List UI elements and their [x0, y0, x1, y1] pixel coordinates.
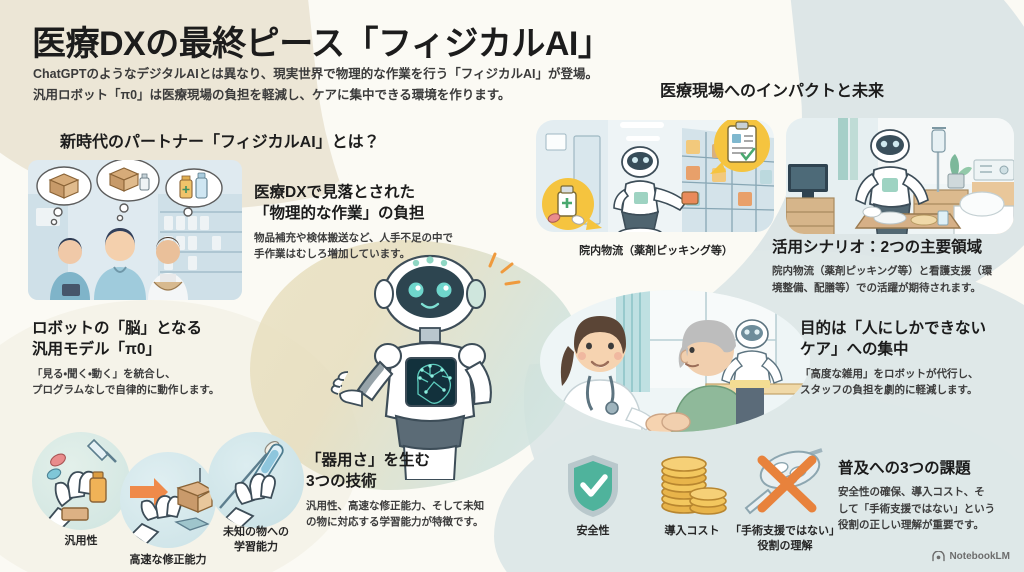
tech-icon-3-label-line-1: 未知の物への [223, 526, 289, 538]
scenario-title: 活用シナリオ：2つの主要領域 [772, 239, 983, 256]
staff-nurse-center [94, 228, 146, 300]
page-title: 医療DXの最終ピース「フィジカルAI」 [32, 25, 612, 63]
tech-icon-2-label: 高速な修正能力 [129, 554, 207, 566]
dexterity-title-line-1: 「器用さ」を生む [306, 452, 431, 469]
central-robot-illustration [330, 250, 530, 480]
issue-icon-2-label: 導入コスト [664, 525, 720, 537]
burden-body: 物品補充や検体搬送など、人手不足の中で 手作業はむしろ増加しています。 [254, 230, 494, 263]
surgical-light-crossed-icon [738, 444, 834, 520]
notebooklm-icon [932, 551, 946, 562]
subtitle-line-2: 汎用ロボット「π0」は医療現場の負担を軽減し、ケアに集中できる環境を作ります。 [33, 87, 511, 102]
purpose-body: 「高度な雑用」をロボットが代行し、 スタッフの負担を劇的に軽減します。 [800, 366, 1022, 399]
issue-icon-3-label-line-2: 役割の理解 [757, 539, 813, 552]
burden-title: 医療DXで見落とされた 「物理的な作業」の負担 [254, 182, 494, 225]
notebooklm-watermark: NotebookLM [932, 551, 1010, 562]
logistics-caption: 院内物流（薬剤ピッキング等） [556, 244, 756, 259]
issues-body-line-2: して「手術支援ではない」という [838, 502, 996, 515]
hospital-staff-illustration [28, 160, 242, 300]
dexterity-title-line-2: 3つの技術 [306, 473, 377, 491]
hospital-room-robot-illustration [786, 112, 1014, 240]
shield-check-icon [562, 452, 624, 518]
dexterity-text-block: 「器用さ」を生む 3つの技術 汎用性、高速な修正能力、そして未知 の物に対応する… [306, 450, 521, 530]
tech-icon-3-label-line-2: 学習能力 [234, 540, 278, 553]
issue-icon-1-label: 安全性 [576, 525, 610, 537]
tech-icon-1-caption: 汎用性 [32, 534, 130, 549]
dexterity-body-line-2: の物に対応する学習能力が特徴です。 [306, 516, 484, 529]
issues-text-block: 普及への3つの課題 安全性の確保、導入コスト、そ して「手術支援ではない」という… [838, 458, 1024, 533]
subtitle-line-1: ChatGPTのようなデジタルAIとは異なり、現実世界で物理的な作業を行う「フィ… [33, 67, 598, 81]
tech-icon-1-label: 汎用性 [64, 535, 98, 547]
scenario-body-line-2: 境整備、配膳等）での活躍が期待されます。 [772, 281, 981, 294]
issue-icon-3-label-line-1: 「手術支援ではない」 [730, 525, 840, 537]
burden-body-line-2: 手作業はむしろ増加しています。 [254, 248, 411, 261]
brain-title-line-2: 汎用モデル「π0」 [32, 341, 161, 359]
scenario-body: 院内物流（薬剤ピッキング等）と看護支援（環 境整備、配膳等）での活躍が期待されま… [772, 263, 1018, 296]
dexterity-body-line-1: 汎用性、高速な修正能力、そして未知 [306, 499, 485, 512]
left-section-heading: 新時代のパートナー「フィジカルAI」とは？ [60, 134, 380, 151]
coin-stack-icon [656, 454, 728, 518]
brain-title: ロボットの「脳」となる 汎用モデル「π0」 [32, 318, 252, 361]
issue-icon-1-caption: 安全性 [560, 524, 626, 539]
burden-title-line-1: 医療DXで見落とされた [254, 184, 416, 201]
dexterity-title: 「器用さ」を生む 3つの技術 [306, 450, 521, 493]
robot-hand-box-arrow-icon [120, 452, 216, 548]
brain-body-line-1: 「見る・聞く・動く」を統合し、 [32, 367, 176, 380]
issue-icon-2-caption: 導入コスト [644, 524, 740, 539]
box-glyph [48, 173, 80, 199]
purpose-title-line-1: 目的は「人にしかできない [800, 320, 987, 337]
brain-text-block: ロボットの「脳」となる 汎用モデル「π0」 「見る・聞く・動く」を統合し、 プロ… [32, 318, 252, 398]
purpose-title-line-2: ケア」への集中 [800, 341, 909, 359]
issues-title: 普及への3つの課題 [838, 460, 971, 477]
purpose-text-block: 目的は「人にしかできない ケア」への集中 「高度な雑用」をロボットが代行し、 ス… [800, 318, 1022, 398]
burden-title-line-2: 「物理的な作業」の負担 [254, 205, 425, 223]
purpose-title: 目的は「人にしかできない ケア」への集中 [800, 318, 1022, 361]
purpose-body-line-1: 「高度な雑用」をロボットが代行し、 [800, 367, 979, 380]
burden-body-line-1: 物品補充や検体搬送など、人手不足の中で [254, 231, 453, 244]
dexterity-body: 汎用性、高速な修正能力、そして未知 の物に対応する学習能力が特徴です。 [306, 498, 521, 531]
page-subtitle: ChatGPTのようなデジタルAIとは異なり、現実世界で物理的な作業を行う「フィ… [33, 64, 598, 105]
staff-nurse-left [50, 238, 90, 300]
right-section-heading: 医療現場へのインパクトと未来 [660, 83, 885, 100]
issues-body-line-1: 安全性の確保、導入コスト、そ [838, 486, 985, 499]
issues-body: 安全性の確保、導入コスト、そ して「手術支援ではない」という 役割の正しい理解が… [838, 484, 1024, 533]
brain-title-line-1: ロボットの「脳」となる [32, 320, 203, 337]
notebooklm-label: NotebookLM [949, 551, 1010, 562]
staff-doctor-right [148, 237, 188, 300]
brain-body-line-2: プログラムなしで自律的に動作します。 [32, 384, 220, 397]
brain-body: 「見る・聞く・動く」を統合し、 プログラムなしで自律的に動作します。 [32, 366, 252, 399]
tech-icon-2-caption: 高速な修正能力 [112, 553, 224, 568]
robot-hand-pills-icon [32, 432, 130, 530]
robot-hand-swab-thermometer-icon [208, 432, 304, 528]
scenario-text-block: 活用シナリオ：2つの主要領域 院内物流（薬剤ピッキング等）と看護支援（環 境整備… [772, 237, 1018, 296]
logistics-caption-label: 院内物流（薬剤ピッキング等） [579, 245, 733, 257]
tech-icon-3-caption: 未知の物への 学習能力 [202, 525, 310, 555]
scenario-body-line-1: 院内物流（薬剤ピッキング等）と看護支援（環 [772, 265, 993, 278]
purpose-body-line-2: スタッフの負担を劇的に軽減します。 [800, 384, 978, 397]
burden-text-block: 医療DXで見落とされた 「物理的な作業」の負担 物品補充や検体搬送など、人手不足… [254, 182, 494, 262]
issue-icon-3-caption: 「手術支援ではない」 役割の理解 [722, 524, 848, 554]
issues-body-line-3: 役割の正しい理解が重要です。 [838, 518, 984, 531]
nurse-patient-illustration [540, 288, 810, 434]
hospital-logistics-illustration [536, 112, 774, 240]
